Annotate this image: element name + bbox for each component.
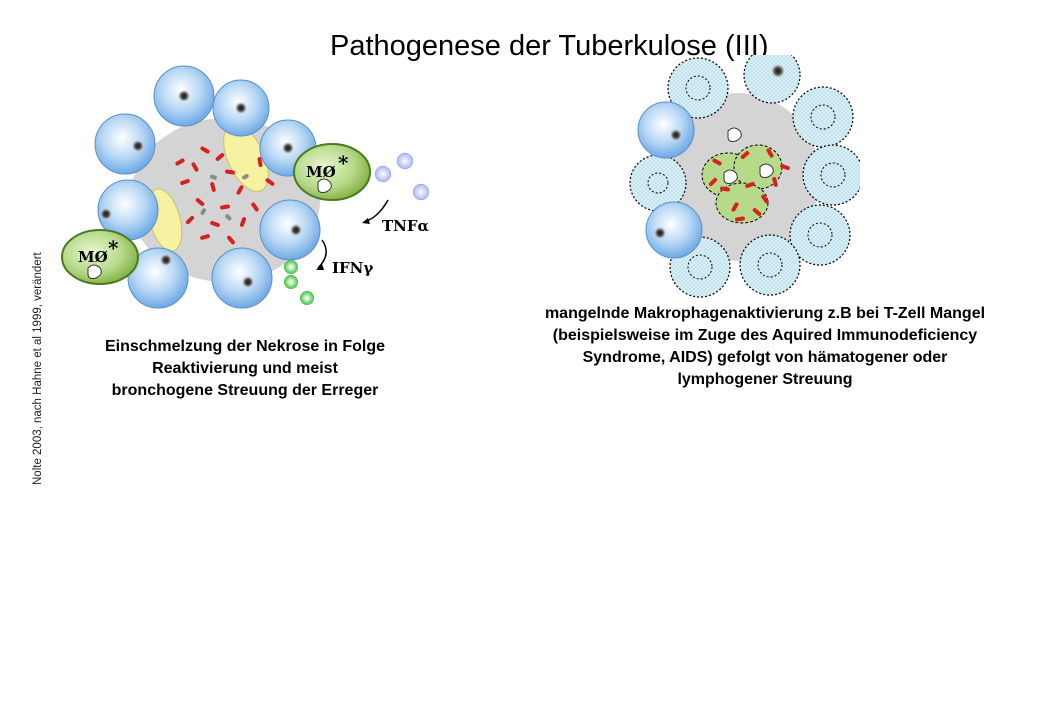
caption-line: lymphogener Streuung — [677, 371, 853, 388]
caption-line: Reaktivierung und meist — [152, 360, 338, 377]
dead-cell — [802, 144, 860, 206]
caption-line: mangelnde Makrophagenaktivierung z.B bei… — [544, 305, 986, 322]
lymphocyte — [94, 113, 156, 175]
caption-line: bronchogene Streuung der Erreger — [111, 382, 379, 399]
lymphocyte — [645, 201, 703, 259]
ifn-molecule — [300, 291, 314, 305]
ifn-label: IFNγ — [332, 259, 373, 277]
lymphocyte — [212, 79, 270, 137]
activated-macrophage: MØ * — [293, 143, 371, 201]
bacteria-cluster — [175, 146, 275, 245]
lymphocyte — [127, 247, 189, 309]
caption-line: Einschmelzung der Nekrose in Folge — [104, 338, 386, 355]
activation-mark: * — [338, 151, 349, 175]
caption-line: (beispielsweise im Zuge des Aquired Immu… — [552, 327, 978, 344]
bacteria-cluster — [708, 148, 790, 222]
right-caption: mangelnde Makrophagenaktivierung z.B bei… — [500, 303, 1030, 391]
page-title: Pathogenese der Tuberkulose (III) — [330, 30, 769, 62]
macrophage-label: MØ — [306, 163, 336, 181]
dead-cell — [789, 204, 851, 266]
dead-cell — [739, 234, 801, 296]
dead-cell — [743, 55, 801, 104]
failed-activation-diagram — [629, 55, 860, 298]
activation-mark: * — [108, 236, 119, 260]
caption-line: Syndrome, AIDS) gefolgt von hämatogener … — [582, 349, 948, 366]
dead-cell — [629, 154, 687, 212]
lymphocyte — [211, 247, 273, 309]
source-credit: Nolte 2003, nach Hahne et al 1999, verän… — [32, 252, 44, 485]
tnf-label: TNFα — [382, 217, 430, 235]
reactivation-diagram: MØ * MØ * TNFα IFNγ — [61, 65, 430, 309]
dead-cell — [792, 86, 854, 148]
activated-macrophage: MØ * — [61, 229, 139, 285]
tnf-molecule — [374, 165, 392, 183]
ifn-molecule — [284, 275, 298, 289]
debris-cluster — [200, 174, 249, 221]
ifn-molecule — [284, 260, 298, 274]
macrophage-label: MØ — [78, 248, 108, 266]
dead-cell — [667, 57, 729, 119]
lymphocyte — [637, 101, 695, 159]
tnf-molecule — [412, 183, 430, 201]
lymphocyte — [153, 65, 215, 127]
lymphocyte — [259, 199, 321, 261]
left-caption: Einschmelzung der Nekrose in Folge Reakt… — [70, 336, 420, 402]
ifn-arrow — [317, 239, 327, 269]
tnf-molecule — [396, 152, 414, 170]
